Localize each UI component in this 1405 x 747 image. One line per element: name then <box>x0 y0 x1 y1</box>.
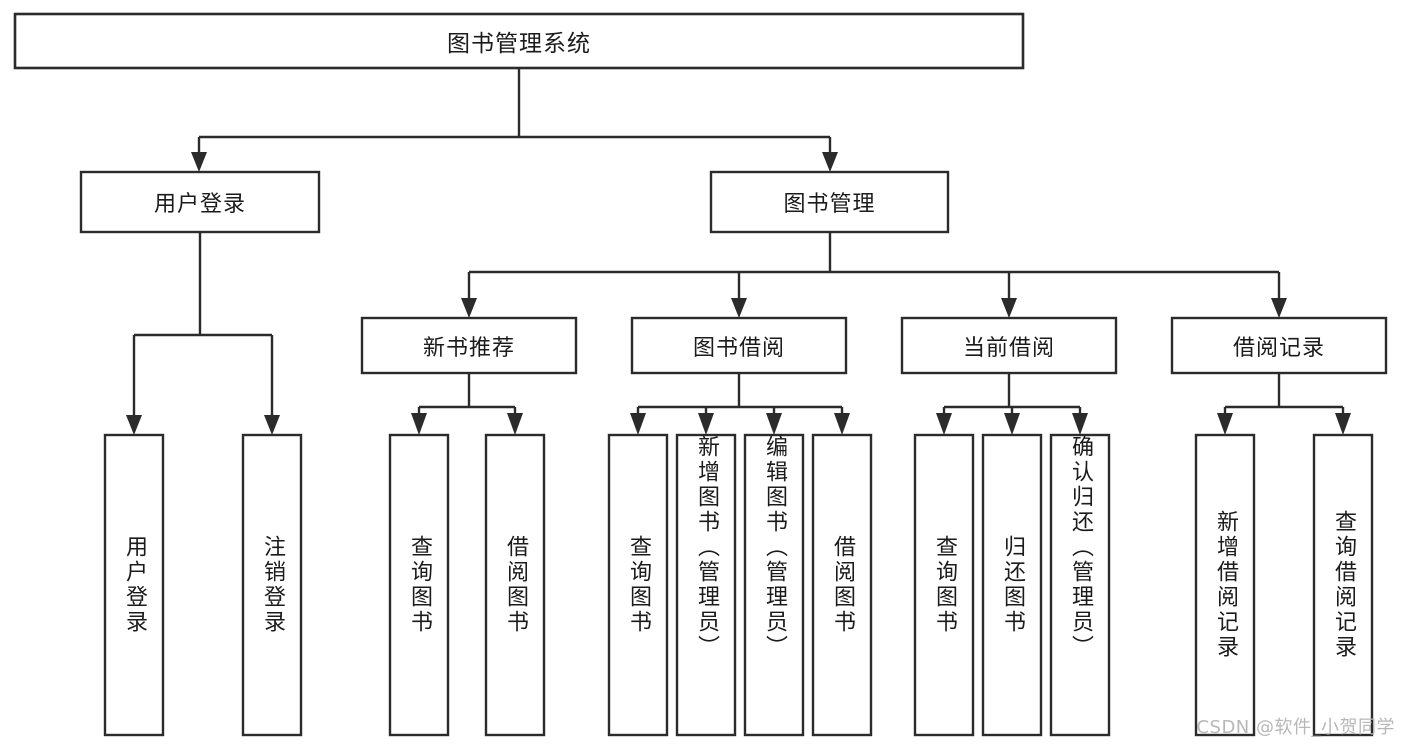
arrow-head-bb-leaf-0 <box>630 413 646 435</box>
arrow-head-new-book-recommend <box>461 298 477 318</box>
watermark-text: CSDN @软件_小贺同学 <box>1196 717 1395 738</box>
node-box-borrow-record[interactable] <box>1170 316 1388 375</box>
arrow-head-user-login-leaf-0 <box>126 415 142 435</box>
arrow-head-bb-leaf-2 <box>766 413 782 435</box>
arrow-head-book-borrow <box>731 298 747 318</box>
leaf-box-borrow-record-0[interactable] <box>1194 433 1256 737</box>
leaf-box-current-borrow-0[interactable] <box>913 433 975 737</box>
leaf-box-new-book-1[interactable] <box>484 433 546 737</box>
node-box-current-borrow[interactable] <box>900 316 1118 375</box>
arrow-head-cb-leaf-1 <box>1004 413 1020 435</box>
leaf-box-new-book-0[interactable] <box>388 433 450 737</box>
arrow-head-cb-leaf-2 <box>1072 413 1088 435</box>
leaf-box-current-borrow-1[interactable] <box>981 433 1043 737</box>
arrow-head-user-login <box>191 152 207 172</box>
arrow-head-book-management <box>822 152 838 172</box>
arrow-head-br-leaf-1 <box>1335 413 1351 435</box>
node-box-book-borrow[interactable] <box>630 316 848 375</box>
arrow-head-cb-leaf-0 <box>936 413 952 435</box>
arrow-head-borrow-record <box>1271 298 1287 318</box>
leaf-box-book-borrow-3[interactable] <box>811 433 873 737</box>
leaf-box-user-login-0[interactable] <box>103 433 165 737</box>
arrow-head-user-login-leaf-1 <box>264 415 280 435</box>
arrow-head-br-leaf-0 <box>1217 413 1233 435</box>
arrow-head-current-borrow <box>1001 298 1017 318</box>
node-box-root[interactable] <box>13 12 1025 70</box>
arrow-head-nbr-leaf-1 <box>507 413 523 435</box>
node-box-new-book-recommend[interactable] <box>360 316 578 375</box>
leaf-box-borrow-record-1[interactable] <box>1312 433 1374 737</box>
leaf-box-book-borrow-2[interactable] <box>743 433 805 737</box>
arrow-head-bb-leaf-1 <box>698 413 714 435</box>
node-box-user-login[interactable] <box>79 170 321 234</box>
leaf-box-user-login-1[interactable] <box>241 433 303 737</box>
leaf-box-book-borrow-0[interactable] <box>607 433 669 737</box>
leaf-box-current-borrow-2[interactable] <box>1049 433 1111 737</box>
leaf-box-book-borrow-1[interactable] <box>675 433 737 737</box>
arrow-head-bb-leaf-3 <box>834 413 850 435</box>
node-box-book-management[interactable] <box>709 170 950 234</box>
arrow-head-nbr-leaf-0 <box>411 413 427 435</box>
